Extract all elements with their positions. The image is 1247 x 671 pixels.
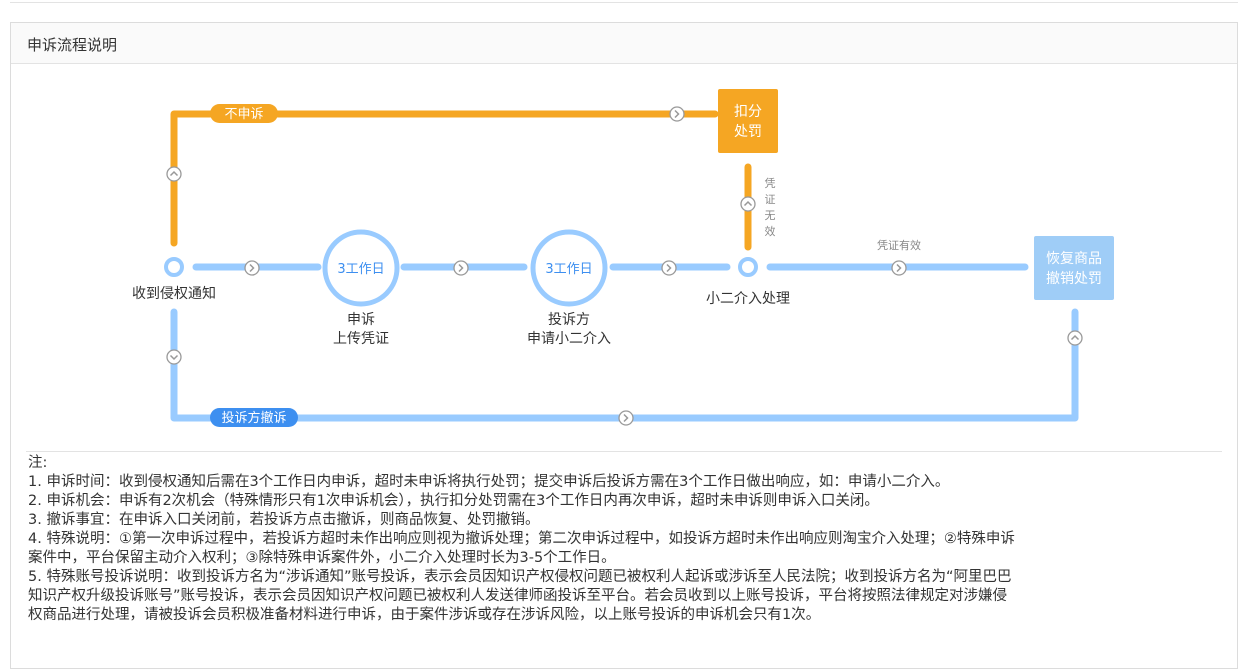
badge-no-appeal: 不申诉 bbox=[224, 107, 263, 122]
label-appeal-line1: 申诉 bbox=[347, 312, 375, 328]
appeal-process-panel: 申诉流程说明 bbox=[10, 22, 1238, 669]
label-complainant-line2: 申请小二介入 bbox=[527, 331, 611, 347]
label-complainant-line1: 投诉方 bbox=[548, 312, 590, 328]
badge-no-appeal-bg bbox=[210, 104, 278, 123]
label-appeal-line2: 上传凭证 bbox=[333, 331, 389, 347]
note-line: 知识产权升级投诉账号”账号投诉，表示会员因知识产权问题已被权利人发送律师函投诉至… bbox=[28, 588, 1008, 604]
badge-withdraw-bg bbox=[210, 408, 298, 427]
notes-section: 注: 1. 申诉时间：收到侵权通知后需在3个工作日内申诉，超时未申诉将执行处罚；… bbox=[28, 454, 1224, 625]
note-line: 2. 申诉机会：申诉有2次机会（特殊情形只有1次申诉机会），执行扣分处罚需在3个… bbox=[28, 493, 879, 509]
notice-node bbox=[164, 257, 184, 277]
chevron-right-icon bbox=[453, 260, 469, 276]
chevron-down-icon bbox=[166, 349, 182, 365]
appeal-flow-diagram: 3工作日 3工作日 不申诉 投诉方撤诉 扣分 处罚 恢复商品 撤销处罚 凭证有效… bbox=[164, 89, 1114, 427]
top-divider bbox=[10, 0, 1238, 3]
badge-withdraw: 投诉方撤诉 bbox=[221, 410, 286, 426]
box-restore-line2: 撤销处罚 bbox=[1046, 271, 1102, 287]
day-label-2: 3工作日 bbox=[545, 262, 592, 277]
path-no-appeal bbox=[170, 110, 719, 247]
panel-header: 申诉流程说明 bbox=[11, 23, 1237, 64]
label-xiaoer: 小二介入处理 bbox=[706, 291, 790, 307]
day-circle-2 bbox=[530, 229, 608, 307]
box-penalty bbox=[718, 89, 778, 153]
label-complainant: 投诉方 申请小二介入 bbox=[509, 311, 629, 349]
box-restore-line1: 恢复商品 bbox=[1046, 250, 1102, 267]
box-penalty-line2: 处罚 bbox=[734, 124, 762, 140]
chevron-right-icon bbox=[669, 106, 685, 122]
chevron-right-icon bbox=[618, 410, 634, 426]
day-circle-1 bbox=[322, 229, 400, 307]
note-line: 5. 特殊账号投诉说明：收到投诉方名为“涉诉通知”账号投诉，表示会员因知识产权侵… bbox=[28, 569, 1012, 585]
chevron-up-icon bbox=[1067, 330, 1083, 346]
chevron-up-icon bbox=[166, 166, 182, 182]
svg-text:证: 证 bbox=[765, 193, 776, 206]
panel-title: 申诉流程说明 bbox=[27, 36, 118, 54]
note-line: 1. 申诉时间：收到侵权通知后需在3个工作日内申诉，超时未申诉将执行处罚；提交申… bbox=[28, 474, 950, 490]
label-notice: 收到侵权通知 bbox=[132, 286, 216, 302]
label-valid-evidence: 凭证有效 bbox=[877, 238, 921, 252]
notes-heading: 注: bbox=[28, 455, 48, 471]
chevron-right-icon bbox=[244, 260, 260, 276]
chevron-right-icon bbox=[891, 260, 907, 276]
svg-text:无: 无 bbox=[765, 209, 776, 222]
svg-text:效: 效 bbox=[765, 224, 776, 238]
note-line: 权商品进行处理，请被投诉会员积极准备材料进行申诉，由于案件涉诉或存在涉诉风险，以… bbox=[28, 607, 821, 623]
day-label-1: 3工作日 bbox=[337, 262, 384, 277]
box-penalty-line1: 扣分 bbox=[734, 104, 762, 120]
svg-text:凭: 凭 bbox=[765, 176, 776, 190]
chevron-up-icon bbox=[740, 196, 756, 212]
note-line: 3. 撤诉事宜：在申诉入口关闭前，若投诉方点击撤诉，则商品恢复、处罚撤销。 bbox=[28, 512, 540, 528]
label-invalid-evidence: 凭 证 无 效 bbox=[765, 176, 776, 238]
notes-divider bbox=[26, 451, 1222, 452]
arrow-icons bbox=[166, 106, 1083, 426]
note-line: 案件中，平台保留主动介入权利；③除特殊申诉案件外，小二介入处理时长为3-5个工作… bbox=[28, 550, 616, 566]
box-restore bbox=[1034, 236, 1114, 300]
label-appeal: 申诉 上传凭证 bbox=[311, 311, 411, 349]
xiaoer-node bbox=[738, 257, 758, 277]
chevron-right-icon bbox=[661, 260, 677, 276]
note-line: 4. 特殊说明：①第一次申诉过程中，若投诉方超时未作出响应则视为撤诉处理；第二次… bbox=[28, 531, 1015, 547]
